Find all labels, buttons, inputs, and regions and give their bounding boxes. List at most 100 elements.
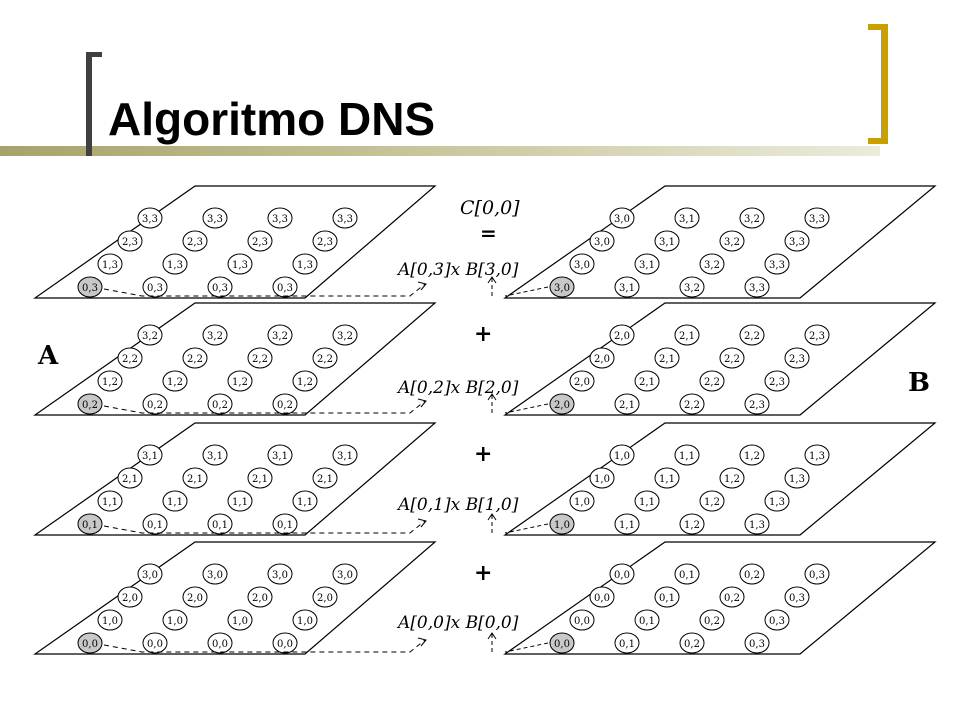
processor-node (589, 230, 615, 252)
processor-label: 2,2 (704, 377, 720, 388)
processor-label: 1,0 (594, 474, 610, 485)
processor-label: 2,1 (619, 400, 635, 411)
processor-label: 3,3 (769, 260, 785, 271)
processor-label: 0,0 (82, 639, 98, 650)
connector-arrowhead (487, 276, 497, 284)
processor-node (719, 467, 745, 489)
processor-label: 2,1 (122, 474, 138, 485)
processor-label: 3,1 (659, 237, 675, 248)
processor-label: 0,3 (277, 283, 293, 294)
processor-node (739, 563, 765, 585)
matrix-b-label: B (908, 368, 930, 398)
plane-outline (33, 302, 437, 416)
processor-node (699, 609, 725, 631)
processor-label: 0,2 (82, 400, 98, 411)
right-dashed-connector (491, 515, 549, 534)
processor-node (679, 276, 705, 298)
processor-label: 3,2 (207, 331, 223, 342)
processor-node (202, 563, 228, 585)
processor-node (549, 276, 575, 298)
processor-label: 2,3 (769, 377, 785, 388)
processor-label: 1,0 (232, 616, 248, 627)
processor-label: 0,2 (704, 616, 720, 627)
processor-label: 2,0 (252, 593, 268, 604)
processor-node (97, 253, 123, 275)
processor-label: 3,3 (749, 283, 765, 294)
plus-sign: + (474, 560, 492, 586)
processor-node (117, 347, 143, 369)
processor-label: 0,3 (82, 283, 98, 294)
processor-label: 0,0 (277, 639, 293, 650)
processor-label: 1,3 (789, 474, 805, 485)
processor-node (549, 513, 575, 535)
processor-node (679, 513, 705, 535)
processor-node (202, 444, 228, 466)
processor-node (137, 207, 163, 229)
left-dashed-connector (103, 283, 426, 297)
processor-node (77, 393, 103, 415)
processor-node (679, 393, 705, 415)
processor-node (634, 253, 660, 275)
processor-node (614, 276, 640, 298)
processor-label: 2,1 (679, 331, 695, 342)
processor-label: 3,1 (142, 451, 158, 462)
processor-node (634, 490, 660, 512)
processor-node (247, 586, 273, 608)
processor-label: 3,1 (337, 451, 353, 462)
processor-node (247, 467, 273, 489)
processor-label: 2,0 (614, 331, 630, 342)
processor-node (202, 324, 228, 346)
processor-node (744, 393, 770, 415)
processor-node (804, 207, 830, 229)
processor-node (804, 444, 830, 466)
processor-label: 1,2 (167, 377, 183, 388)
processor-label: 0,3 (809, 570, 825, 581)
processor-label: 3,2 (684, 283, 700, 294)
processor-node (332, 444, 358, 466)
result-label: C[0,0] (460, 197, 520, 219)
processor-node (589, 347, 615, 369)
processor-label: 2,2 (724, 354, 740, 365)
processor-node (162, 253, 188, 275)
processor-node (654, 467, 680, 489)
processor-node (699, 490, 725, 512)
processor-label: 2,1 (187, 474, 203, 485)
processor-label: 3,1 (639, 260, 655, 271)
processor-label: 1,3 (749, 520, 765, 531)
processor-node (97, 490, 123, 512)
processor-node (764, 609, 790, 631)
connector-arrowhead (417, 518, 427, 528)
processor-node (267, 563, 293, 585)
processor-label: 0,1 (212, 520, 228, 531)
processor-label: 1,0 (614, 451, 630, 462)
processor-node (804, 563, 830, 585)
processor-label: 1,0 (554, 520, 570, 531)
processor-node (272, 276, 298, 298)
processor-node (182, 467, 208, 489)
processor-label: 2,2 (122, 354, 138, 365)
processor-node (674, 207, 700, 229)
processor-node (719, 586, 745, 608)
processor-label: 3,2 (724, 237, 740, 248)
processor-label: 0,2 (724, 593, 740, 604)
processor-node (609, 444, 635, 466)
processor-label: 0,1 (659, 593, 675, 604)
processor-label: 1,1 (639, 497, 655, 508)
processor-label: 3,3 (789, 237, 805, 248)
processor-node (227, 370, 253, 392)
processor-node (117, 467, 143, 489)
processor-node (569, 253, 595, 275)
processor-node (137, 324, 163, 346)
processor-node (674, 563, 700, 585)
left-dashed-connector (103, 400, 426, 414)
processor-node (634, 370, 660, 392)
processor-node (699, 253, 725, 275)
title-underline-bar (0, 146, 880, 156)
plus-sign: + (474, 321, 492, 347)
